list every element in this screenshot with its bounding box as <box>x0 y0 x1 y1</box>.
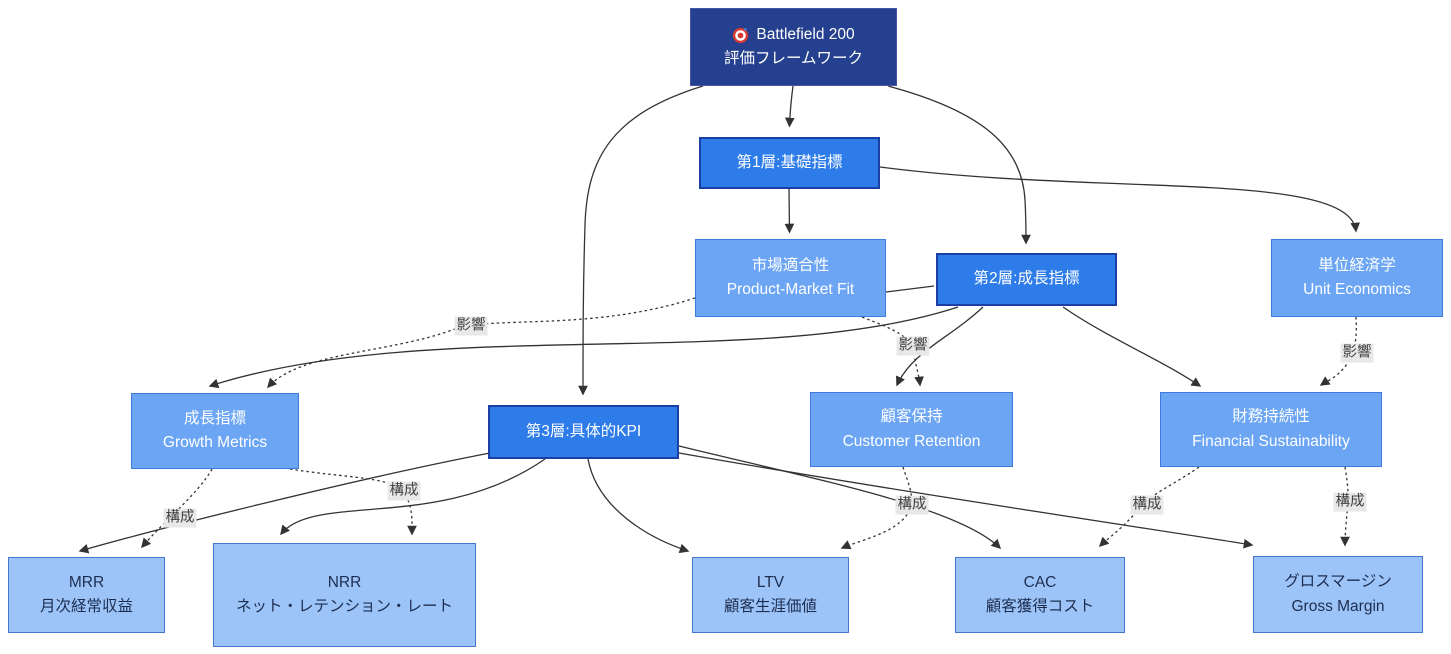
pmf-label-en: Product-Market Fit <box>726 281 855 298</box>
edge-root-layer1 <box>784 85 795 128</box>
unit-economics-label-ja: 単位経済学 <box>1318 256 1396 274</box>
node-product-market-fit: 市場適合性 Product-Market Fit <box>695 239 886 317</box>
edge-layer3-cac <box>678 445 1002 550</box>
edge-label-compose-mrr: 構成 <box>163 508 197 528</box>
node-cac: CAC 顧客獲得コスト <box>955 557 1125 633</box>
pmf-label-ja: 市場適合性 <box>751 256 830 274</box>
node-unit-economics: 単位経済学 Unit Economics <box>1271 239 1443 317</box>
edge-label-compose-ltv: 構成 <box>895 495 929 515</box>
financial-sustainability-label-ja: 財務持続性 <box>1232 408 1310 426</box>
node-layer1: 第1層:基礎指標 <box>699 137 880 189</box>
edge-layer3-ltv <box>587 458 690 554</box>
node-growth-metrics: 成長指標 Growth Metrics <box>131 393 299 469</box>
node-mrr: MRR 月次経常収益 <box>8 557 165 633</box>
edge-layer2-financial-sustainability <box>1062 306 1202 387</box>
growth-metrics-label-en: Growth Metrics <box>162 434 268 451</box>
ltv-label-en: LTV <box>756 573 785 591</box>
node-layer3: 第3層:具体的KPI <box>488 405 679 459</box>
target-bullseye-icon <box>732 27 749 44</box>
node-financial-sustainability: 財務持続性 Financial Sustainability <box>1160 392 1382 467</box>
layer2-label: 第2層:成長指標 <box>973 270 1080 288</box>
edge-layer1-unit-economics <box>879 166 1361 233</box>
node-customer-retention: 顧客保持 Customer Retention <box>810 392 1013 467</box>
layer1-label: 第1層:基礎指標 <box>736 153 843 171</box>
node-layer2: 第2層:成長指標 <box>936 253 1117 306</box>
edge-growth-metrics-mrr-dotted <box>141 468 213 549</box>
edge-label-influence-growth: 影響 <box>454 316 488 336</box>
mrr-label-ja: 月次経常収益 <box>39 598 133 615</box>
ltv-label-ja: 顧客生涯価値 <box>723 598 817 615</box>
edge-pmf-growth-metrics-dotted <box>267 297 696 389</box>
edge-pmf-layer2 <box>885 285 935 293</box>
edge-root-layer3 <box>578 85 704 396</box>
edge-financial-gross-margin-dotted <box>1340 466 1350 547</box>
node-battlefield-root: Battlefield 200 評価フレームワーク <box>690 8 897 86</box>
gross-margin-label-ja: グロスマージン <box>1284 573 1392 591</box>
edge-layer2-customer-retention <box>895 306 984 387</box>
nrr-label-en: NRR <box>327 573 362 591</box>
gross-margin-label-en: Gross Margin <box>1291 597 1385 615</box>
root-title: Battlefield 200 <box>756 25 855 43</box>
customer-retention-label-ja: 顧客保持 <box>880 408 943 426</box>
layer3-label: 第3層:具体的KPI <box>525 422 642 440</box>
edge-label-influence-financial: 影響 <box>1340 343 1374 363</box>
growth-metrics-label-ja: 成長指標 <box>183 409 246 427</box>
node-ltv: LTV 顧客生涯価値 <box>692 557 849 633</box>
node-gross-margin: グロスマージン Gross Margin <box>1253 556 1423 633</box>
edge-layer3-gross-margin <box>678 452 1254 549</box>
edge-label-compose-cac: 構成 <box>1130 495 1164 515</box>
edge-layer2-growth-metrics <box>208 306 959 389</box>
cac-label-ja: 顧客獲得コスト <box>985 598 1095 615</box>
root-subtitle: 評価フレームワーク <box>723 50 864 67</box>
customer-retention-label-en: Customer Retention <box>842 432 981 450</box>
edge-label-compose-gross: 構成 <box>1333 492 1367 512</box>
nrr-label-ja: ネット・レテンション・レート <box>235 598 453 615</box>
unit-economics-label-en: Unit Economics <box>1303 281 1411 298</box>
edge-layer3-mrr <box>78 452 491 554</box>
node-nrr: NRR ネット・レテンション・レート <box>213 543 476 647</box>
cac-label-en: CAC <box>1023 573 1057 591</box>
edge-customer-retention-ltv-dotted <box>840 466 913 550</box>
edge-label-influence-retention: 影響 <box>896 336 930 356</box>
edge-label-compose-nrr: 構成 <box>387 481 421 501</box>
edge-growth-metrics-nrr-dotted <box>289 468 417 536</box>
mrr-label-en: MRR <box>68 573 105 591</box>
edge-root-layer2 <box>887 85 1031 245</box>
edge-layer3-nrr <box>280 458 546 536</box>
edge-layer1-pmf <box>784 188 795 234</box>
financial-sustainability-label-en: Financial Sustainability <box>1192 432 1350 450</box>
